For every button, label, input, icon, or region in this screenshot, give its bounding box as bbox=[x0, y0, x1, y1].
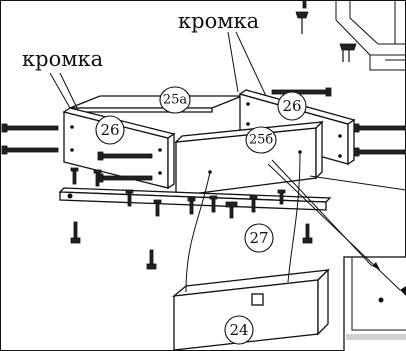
edge-label-left: кромка bbox=[22, 47, 103, 71]
part-number-24: 24 bbox=[229, 321, 248, 339]
part-number-26-left: 26 bbox=[100, 121, 119, 139]
part-number-25a: 25а bbox=[163, 93, 188, 108]
callout-27: 27 bbox=[244, 223, 274, 253]
screw-left-1 bbox=[1, 123, 59, 133]
screw-v-5 bbox=[187, 197, 196, 215]
part-number-27: 27 bbox=[249, 229, 268, 247]
hardware-top bbox=[295, 0, 357, 62]
screw-right-1 bbox=[353, 123, 406, 133]
screw-mid-1 bbox=[97, 151, 153, 161]
screw-v-10 bbox=[70, 221, 81, 244]
screw-v-6 bbox=[209, 195, 218, 213]
part-number-25b: 25б bbox=[249, 133, 274, 148]
screw-left-2 bbox=[1, 145, 59, 155]
screws-vertical bbox=[70, 167, 313, 270]
screw-top-right bbox=[271, 87, 332, 97]
screw-v-8 bbox=[249, 195, 258, 213]
callout-25b: 25б bbox=[245, 126, 277, 154]
leader-lines bbox=[49, 31, 406, 296]
panel-25a bbox=[69, 95, 243, 113]
screw-v-2 bbox=[93, 169, 102, 187]
detail-callout bbox=[343, 256, 406, 351]
callout-25a: 25а bbox=[159, 86, 191, 114]
screw-v-3 bbox=[125, 189, 134, 207]
screw-v-12 bbox=[302, 223, 313, 244]
screw-v-1 bbox=[70, 167, 79, 185]
screw-right-2 bbox=[353, 147, 406, 157]
part-number-26-right: 26 bbox=[282, 97, 301, 115]
screw-v-11 bbox=[146, 249, 157, 270]
edge-label-top: кромка bbox=[178, 9, 259, 33]
panel-24 bbox=[171, 268, 330, 351]
cabinet-corner bbox=[335, 0, 406, 71]
callout-26-left: 26 bbox=[95, 115, 125, 145]
screws-horizontal bbox=[1, 87, 406, 183]
screw-v-4 bbox=[153, 199, 162, 217]
screw-v-7 bbox=[225, 201, 238, 219]
callout-26-right: 26 bbox=[277, 91, 307, 121]
screw-v-9 bbox=[277, 189, 286, 205]
callout-24: 24 bbox=[224, 315, 254, 345]
